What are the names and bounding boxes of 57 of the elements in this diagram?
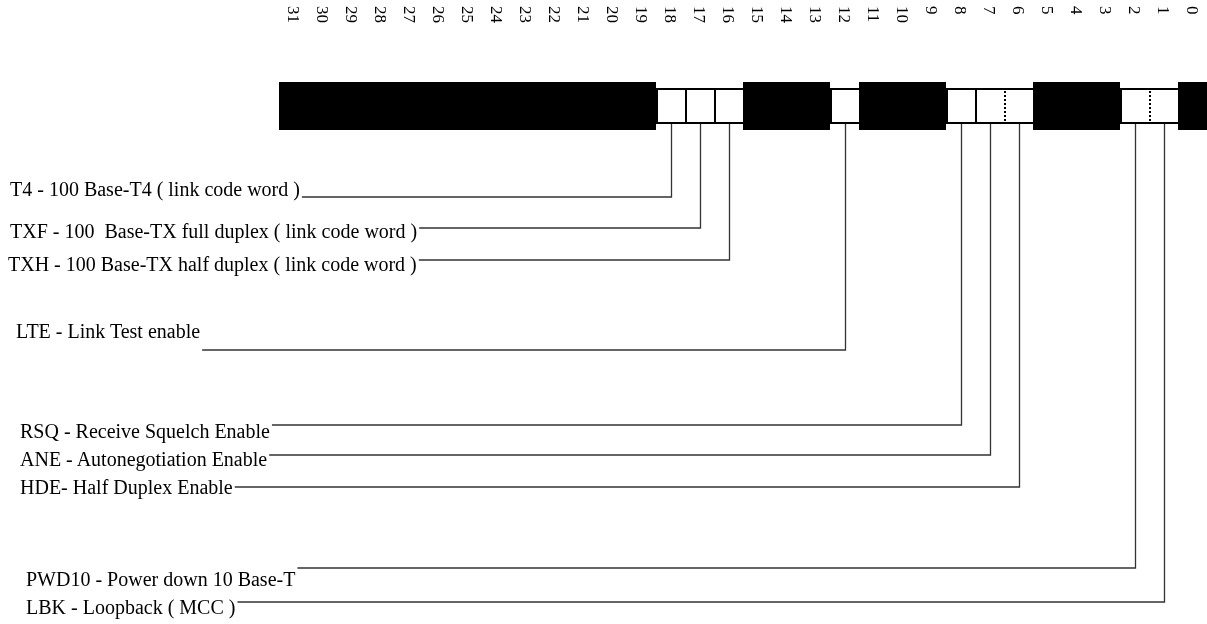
leader-line [296, 123, 1137, 569]
field-description: ANE - Autonegotiation Enable [20, 448, 268, 470]
bit-field-cell [830, 88, 861, 124]
bit-number: 21 [574, 6, 592, 23]
leader-line [201, 123, 847, 351]
field-description: PWD10 - Power down 10 Base-T [26, 568, 296, 590]
bit-number: 0 [1183, 6, 1201, 15]
bit-number: 12 [835, 6, 853, 23]
bit-number: 31 [284, 6, 302, 23]
bit-number: 5 [1038, 6, 1056, 15]
bit-number: 2 [1125, 6, 1143, 15]
leader-line [418, 123, 702, 229]
bit-number: 22 [545, 6, 563, 23]
bit-number: 6 [1009, 6, 1027, 15]
bit-number: 30 [313, 6, 331, 23]
field-description: TXF - 100 Base-TX full duplex ( link code word ) [10, 220, 418, 242]
field-description: T4 - 100 Base-T4 ( link code word ) [10, 178, 300, 200]
field-description: TXH - 100 Base-TX half duplex ( link code word ) [8, 253, 417, 275]
bit-number: 20 [603, 6, 621, 23]
bit-number: 27 [400, 6, 418, 23]
bit-number: 17 [690, 6, 708, 23]
bit-number: 29 [342, 6, 360, 23]
bit-number: 14 [777, 6, 795, 23]
bit-field-cell [1004, 88, 1035, 124]
bit-number: 23 [516, 6, 534, 23]
bit-field-cell [656, 88, 687, 124]
bit-field-cell [975, 88, 1006, 124]
bit-number: 10 [893, 6, 911, 23]
bit-number: 15 [748, 6, 766, 23]
bit-number: 28 [371, 6, 389, 23]
field-description: HDE- Half Duplex Enable [20, 476, 233, 498]
bit-field-cell [685, 88, 716, 124]
bit-field-cell [1120, 88, 1151, 124]
bit-number: 7 [980, 6, 998, 15]
bit-number: 16 [719, 6, 737, 23]
bit-number: 18 [661, 6, 679, 23]
leader-line [236, 123, 1166, 603]
bit-number: 11 [864, 6, 882, 23]
bit-number: 25 [458, 6, 476, 23]
bit-number: 3 [1096, 6, 1114, 15]
leader-line [418, 123, 731, 261]
bit-number: 26 [429, 6, 447, 23]
leader-line [301, 123, 673, 198]
field-description: LTE - Link Test enable [16, 320, 201, 342]
leader-line [234, 123, 1021, 488]
field-description: LBK - Loopback ( MCC ) [26, 596, 236, 618]
bit-number: 8 [951, 6, 969, 15]
bit-field-cell [1149, 88, 1180, 124]
bit-field-cell [946, 88, 977, 124]
bit-number: 9 [922, 6, 940, 15]
field-description: RSQ - Receive Squelch Enable [20, 420, 270, 442]
bit-number: 24 [487, 6, 505, 23]
bit-number: 13 [806, 6, 824, 23]
bit-number: 1 [1154, 6, 1172, 15]
bit-number: 19 [632, 6, 650, 23]
bit-number: 4 [1067, 6, 1085, 15]
bit-field-cell [714, 88, 745, 124]
